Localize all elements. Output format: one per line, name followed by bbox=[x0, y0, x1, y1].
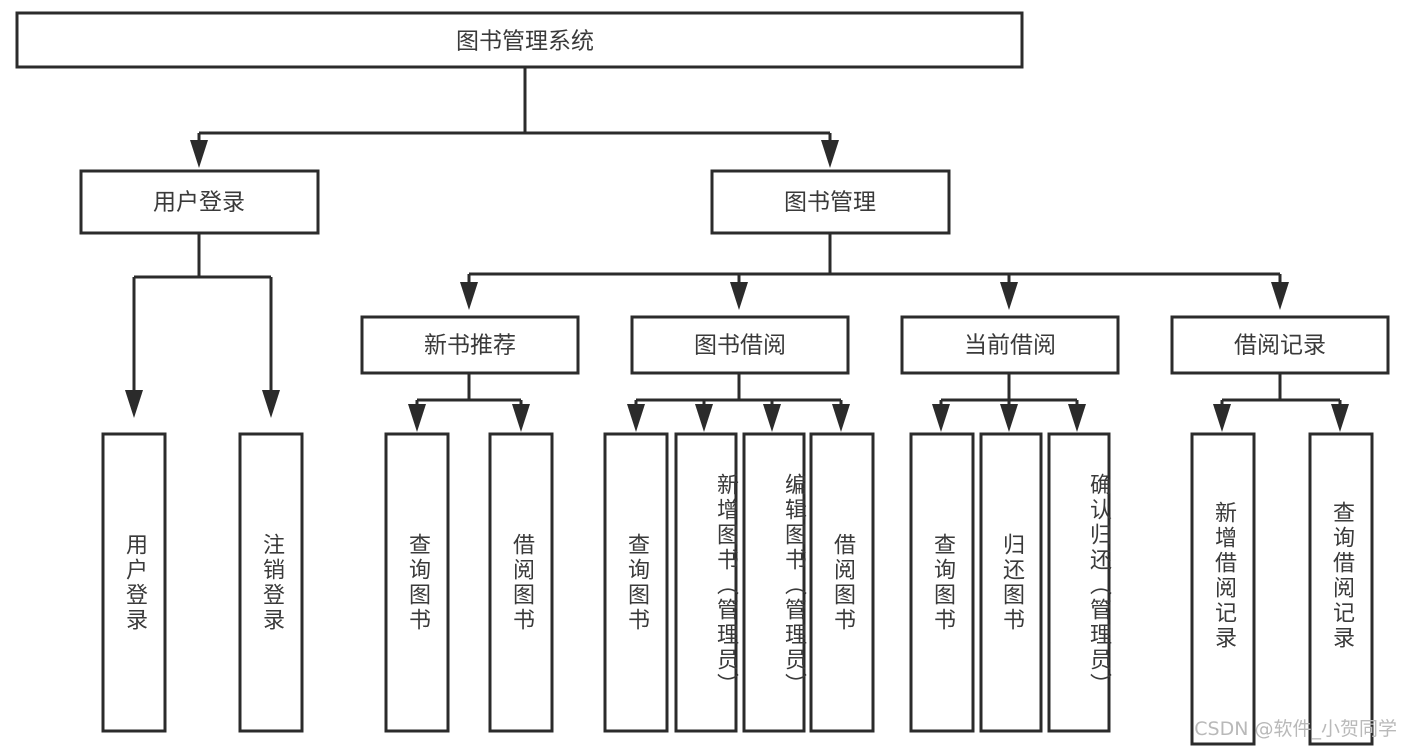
arrow-leaf-n2-icon bbox=[512, 404, 530, 432]
arrow-leaf-b3-icon bbox=[763, 404, 781, 432]
leaf-box-bb-query[interactable] bbox=[603, 432, 669, 733]
arrowheads bbox=[125, 140, 1349, 432]
leaf-box-br-query[interactable] bbox=[1308, 432, 1374, 746]
arrow-leaf-r1-icon bbox=[1213, 404, 1231, 432]
node-root-box[interactable] bbox=[15, 11, 1024, 69]
node-new-book-recommend-box[interactable] bbox=[360, 315, 580, 375]
leaf-box-bb-add[interactable] bbox=[674, 432, 738, 733]
leaf-box-br-add[interactable] bbox=[1190, 432, 1256, 746]
leaf-box-bb-edit[interactable] bbox=[742, 432, 806, 733]
node-borrow-record-box[interactable] bbox=[1170, 315, 1390, 375]
node-borrow-record-label: 借阅记录 bbox=[1234, 333, 1326, 359]
node-book-borrow[interactable]: 图书借阅 bbox=[630, 315, 850, 375]
node-book-borrow-box[interactable] bbox=[630, 315, 850, 375]
node-book-manage-box[interactable] bbox=[710, 169, 951, 235]
leaf-box-logout[interactable] bbox=[238, 432, 304, 733]
arrow-leaf-n1-icon bbox=[408, 404, 426, 432]
leaf-box-cb-confirm[interactable] bbox=[1047, 432, 1111, 733]
arrow-leaf-c2-icon bbox=[1000, 404, 1018, 432]
leaf-box-nb-query[interactable] bbox=[384, 432, 450, 733]
node-root-label: 图书管理系统 bbox=[456, 29, 594, 55]
arrow-new-book-icon bbox=[460, 282, 478, 310]
leaf-box-user-login[interactable] bbox=[101, 432, 167, 733]
arrow-leaf-r2-icon bbox=[1331, 404, 1349, 432]
node-book-manage[interactable]: 图书管理 bbox=[710, 169, 951, 235]
node-current-borrow-label: 当前借阅 bbox=[964, 333, 1056, 359]
node-new-book-recommend-label: 新书推荐 bbox=[424, 333, 516, 359]
arrow-book-manage-icon bbox=[821, 140, 839, 168]
arrow-leaf-b4-icon bbox=[832, 404, 850, 432]
arrow-user-login-icon bbox=[190, 140, 208, 168]
node-borrow-record[interactable]: 借阅记录 bbox=[1170, 315, 1390, 375]
node-current-borrow-box[interactable] bbox=[900, 315, 1120, 375]
leaf-box-cb-return[interactable] bbox=[979, 432, 1043, 733]
arrow-leaf-b1-icon bbox=[627, 404, 645, 432]
arrow-leaf-u1-icon bbox=[125, 390, 143, 418]
node-user-login-box[interactable] bbox=[79, 169, 320, 235]
node-user-login-label: 用户登录 bbox=[153, 190, 245, 216]
leaf-box-cb-query[interactable] bbox=[909, 432, 975, 733]
node-current-borrow[interactable]: 当前借阅 bbox=[900, 315, 1120, 375]
node-user-login[interactable]: 用户登录 bbox=[79, 169, 320, 235]
arrow-leaf-c1-icon bbox=[932, 404, 950, 432]
node-new-book-recommend[interactable]: 新书推荐 bbox=[360, 315, 580, 375]
arrow-book-borrow-icon bbox=[730, 282, 748, 310]
leaf-box-bb-borrow[interactable] bbox=[809, 432, 875, 733]
arrow-current-borrow-icon bbox=[1000, 282, 1018, 310]
node-root[interactable]: 图书管理系统 bbox=[15, 11, 1024, 69]
node-book-manage-label: 图书管理 bbox=[784, 190, 876, 216]
arrow-borrow-record-icon bbox=[1271, 282, 1289, 310]
arrow-leaf-c3-icon bbox=[1068, 404, 1086, 432]
leaf-box-nb-borrow[interactable] bbox=[488, 432, 554, 733]
arrow-leaf-u2-icon bbox=[262, 390, 280, 418]
leaf-boxes bbox=[101, 432, 1374, 746]
node-book-borrow-label: 图书借阅 bbox=[694, 333, 786, 359]
watermark: CSDN @软件_小贺同学 bbox=[1194, 718, 1397, 740]
arrow-leaf-b2-icon bbox=[695, 404, 713, 432]
